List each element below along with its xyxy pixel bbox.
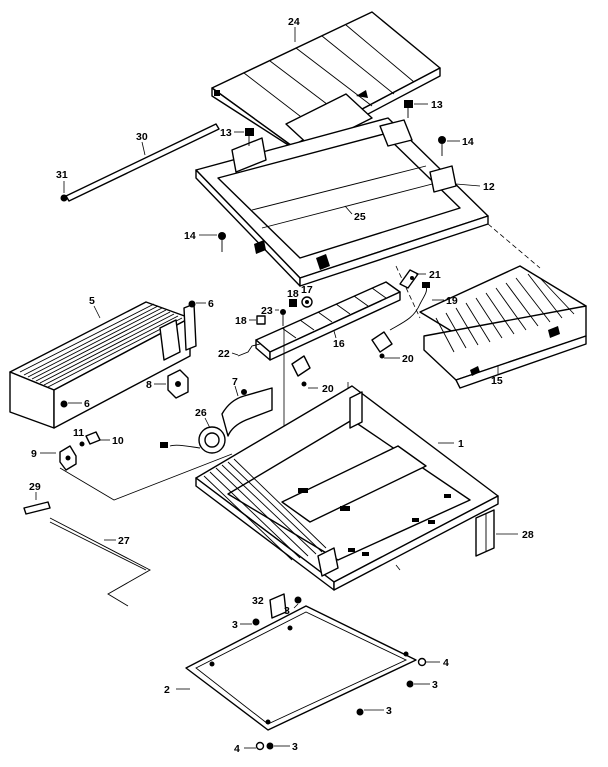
screw-14-left [218,232,226,252]
callout-2: 2 [164,684,170,696]
part-20-sensor-a [371,331,393,359]
callout-6-b: 6 [84,398,90,410]
callout-13-a: 13 [431,99,443,111]
callout-27: 27 [118,535,130,547]
callout-24: 24 [288,16,300,28]
callout-26: 26 [195,407,207,419]
part-32-bracket [269,593,287,619]
screw-14-right [438,136,446,156]
callout-19: 19 [446,295,458,307]
callout-3-e: 3 [292,741,298,753]
screw-6-top [188,300,196,308]
part-27-ribbon-cable [49,517,151,607]
callout-14-a: 14 [462,136,474,148]
part-2-bottom-plate [185,605,417,731]
part-7-shield [221,387,273,437]
callout-32: 32 [252,595,264,607]
part-24-top-cover [211,11,441,153]
callout-21: 21 [429,269,441,281]
callout-29: 29 [29,481,41,493]
part-15-paper-guide [419,265,587,389]
callout-10: 10 [112,435,124,447]
callout-31: 31 [56,169,68,181]
callout-4-b: 4 [234,743,240,755]
part-1-main-base [195,385,499,591]
part-28-side-bracket [475,509,495,557]
callout-3-d: 3 [386,705,392,717]
part-16-holder-bar [255,281,401,361]
callout-3-a: 3 [284,605,290,617]
callout-20-b: 20 [322,383,334,395]
callout-1: 1 [458,438,464,450]
callout-5: 5 [89,295,95,307]
callout-22: 22 [218,348,230,360]
screw-6-bottom [60,400,68,408]
projection-line [395,265,421,319]
screw-13-top [404,100,413,118]
screw-13-left [245,128,254,146]
callout-3-c: 3 [432,679,438,691]
part-18-clip-left [256,315,266,325]
callout-9: 9 [31,448,37,460]
part-10-bracket [85,431,101,445]
screw-3-a [294,596,302,604]
part-26-motor [160,426,226,454]
callout-18-a: 18 [287,288,299,300]
callout-7: 7 [232,376,238,388]
screw-4-b [255,741,265,751]
part-19-cable [389,282,430,331]
callout-12: 12 [483,181,495,193]
part-29-connector [23,501,51,515]
screw-3-b [252,618,260,626]
screw-3-d [356,708,364,716]
callout-3-b: 3 [232,619,238,631]
callout-20-a: 20 [402,353,414,365]
callout-23: 23 [261,305,273,317]
screw-3-c [406,680,414,688]
screw-4-a [417,657,427,667]
projection-line [487,223,541,269]
callout-30: 30 [136,131,148,143]
part-31-e-ring [60,194,68,202]
callout-14-b: 14 [184,230,196,242]
part-9-gear [59,445,77,471]
callout-13-b: 13 [220,127,232,139]
callout-17: 17 [301,284,313,296]
part-12-frame [195,117,489,287]
part-22-lever [237,343,261,357]
assembly-guide-line [59,453,233,501]
callout-25: 25 [354,211,366,223]
callout-11: 11 [73,427,84,439]
part-23-screw [280,309,286,326]
callout-28: 28 [522,529,534,541]
callout-6-a: 6 [208,298,214,310]
callout-4-a: 4 [443,657,449,669]
callout-16: 16 [333,338,345,350]
callout-8: 8 [146,379,152,391]
part-17-washer [301,296,313,308]
part-18-clip-top [289,299,297,307]
part-8-gear-bracket [167,369,189,399]
part-21-bracket [399,269,419,289]
callout-15: 15 [491,375,503,387]
part-11-pin [79,441,85,447]
callout-18-b: 18 [235,315,247,327]
screw-3-e [266,742,274,750]
part-20-sensor-b [291,355,311,387]
part-30-shaft [65,123,220,202]
part-5-left-housing [9,301,197,429]
